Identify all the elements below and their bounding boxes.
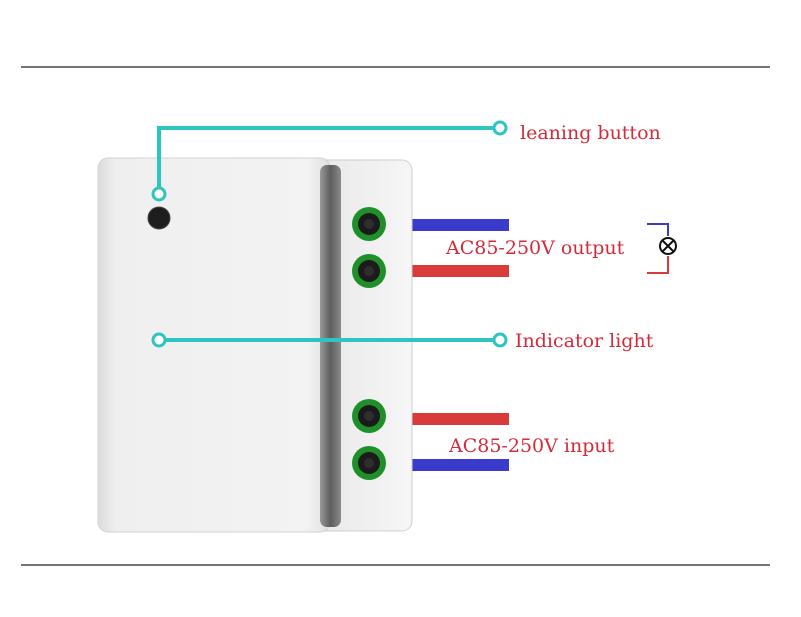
terminal-4 <box>352 446 386 480</box>
indicator-light-leader-end-dot <box>492 332 508 348</box>
input-wire-blue <box>395 459 509 471</box>
terminal-2 <box>352 254 386 288</box>
indicator-light-label: Indicator light <box>515 330 654 352</box>
leaning-button-leader-start-dot <box>151 186 167 202</box>
module-front-body <box>97 157 331 533</box>
terminal-1 <box>352 207 386 241</box>
lamp-icon-cross-b <box>661 239 675 253</box>
relay-module <box>97 157 413 533</box>
leaning-button <box>147 206 171 230</box>
lamp-wire-red <box>647 256 669 274</box>
lamp-circuit <box>647 223 677 274</box>
wires <box>395 219 509 471</box>
terminal-3 <box>352 399 386 433</box>
leaning-button-leader <box>157 126 497 194</box>
input-wire-red <box>395 413 509 425</box>
leaning-button-label: leaning button <box>520 122 661 144</box>
output-label: AC85-250V output <box>445 237 625 259</box>
indicator-light-leader-start-dot <box>151 332 167 348</box>
input-label: AC85-250V input <box>448 435 615 457</box>
lamp-wire-blue <box>647 223 669 236</box>
leader-lines <box>151 120 508 348</box>
leaning-button-leader-end-dot <box>492 120 508 136</box>
output-wire-red <box>395 265 509 277</box>
module-groove <box>320 165 341 527</box>
output-wire-blue <box>395 219 509 231</box>
